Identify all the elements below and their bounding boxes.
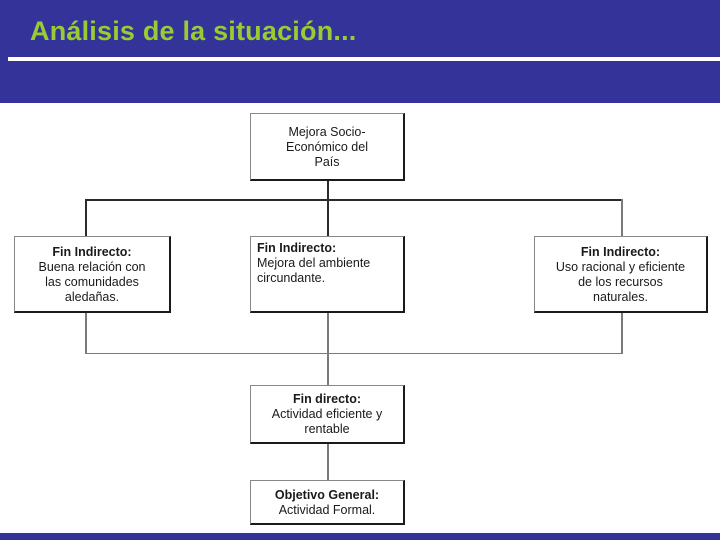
- node-fin-indirecto-ambiente: Fin Indirecto: Mejora del ambiente circu…: [250, 236, 405, 313]
- node-fin-directo: Fin directo: Actividad eficiente y renta…: [250, 385, 405, 444]
- connector-stem-left-down: [85, 313, 87, 354]
- slide-header-band: [0, 0, 720, 103]
- connector-to-fin-directo: [327, 353, 329, 385]
- connector-top-stem: [327, 181, 329, 200]
- slide-footer-band: [0, 533, 720, 540]
- node-heading: Fin Indirecto:: [580, 244, 661, 259]
- page-title: Análisis de la situación...: [30, 16, 357, 46]
- node-top-line-3: País: [314, 154, 340, 169]
- connector-drop-middle: [327, 199, 329, 236]
- node-fin-indirecto-comunidades: Fin Indirecto: Buena relación con las co…: [14, 236, 171, 313]
- node-line-3: naturales.: [593, 289, 648, 304]
- node-line-2: las comunidades: [45, 274, 139, 289]
- node-objetivo-general: Objetivo General: Actividad Formal.: [250, 480, 405, 525]
- connector-drop-left: [85, 199, 87, 236]
- connector-stem-right-down: [621, 313, 623, 354]
- objective-tree-diagram: Mejora Socio- Económico del País Fin Ind…: [0, 103, 720, 533]
- node-line-1: Uso racional y eficiente: [555, 259, 686, 274]
- node-line-1: Actividad Formal.: [278, 502, 376, 517]
- node-line-2: rentable: [304, 422, 350, 436]
- node-heading: Fin Indirecto:: [52, 244, 132, 259]
- node-line-1: Buena relación con: [38, 259, 146, 274]
- node-heading: Objetivo General:: [274, 487, 380, 502]
- node-line-3: aledañas.: [64, 289, 120, 304]
- node-heading: Fin directo:: [292, 392, 362, 406]
- title-underline-rule: [8, 57, 720, 61]
- node-line-2: circundante.: [257, 271, 326, 285]
- connector-to-objetivo-general: [327, 444, 329, 480]
- node-fin-indirecto-recursos: Fin Indirecto: Uso racional y eficiente …: [534, 236, 708, 313]
- connector-lower-bus: [85, 353, 623, 354]
- node-top-line-2: Económico del: [286, 139, 368, 154]
- node-line-1: Mejora del ambiente: [257, 256, 371, 270]
- node-top-line-1: Mejora Socio-: [288, 124, 366, 139]
- node-line-2: de los recursos: [578, 274, 663, 289]
- node-heading: Fin Indirecto:: [257, 241, 337, 255]
- connector-drop-right: [621, 199, 623, 236]
- connector-upper-bus: [85, 199, 623, 201]
- node-mejora-socio-economico: Mejora Socio- Económico del País: [250, 113, 405, 181]
- node-line-1: Actividad eficiente y: [271, 407, 383, 421]
- connector-stem-middle-down: [327, 313, 329, 354]
